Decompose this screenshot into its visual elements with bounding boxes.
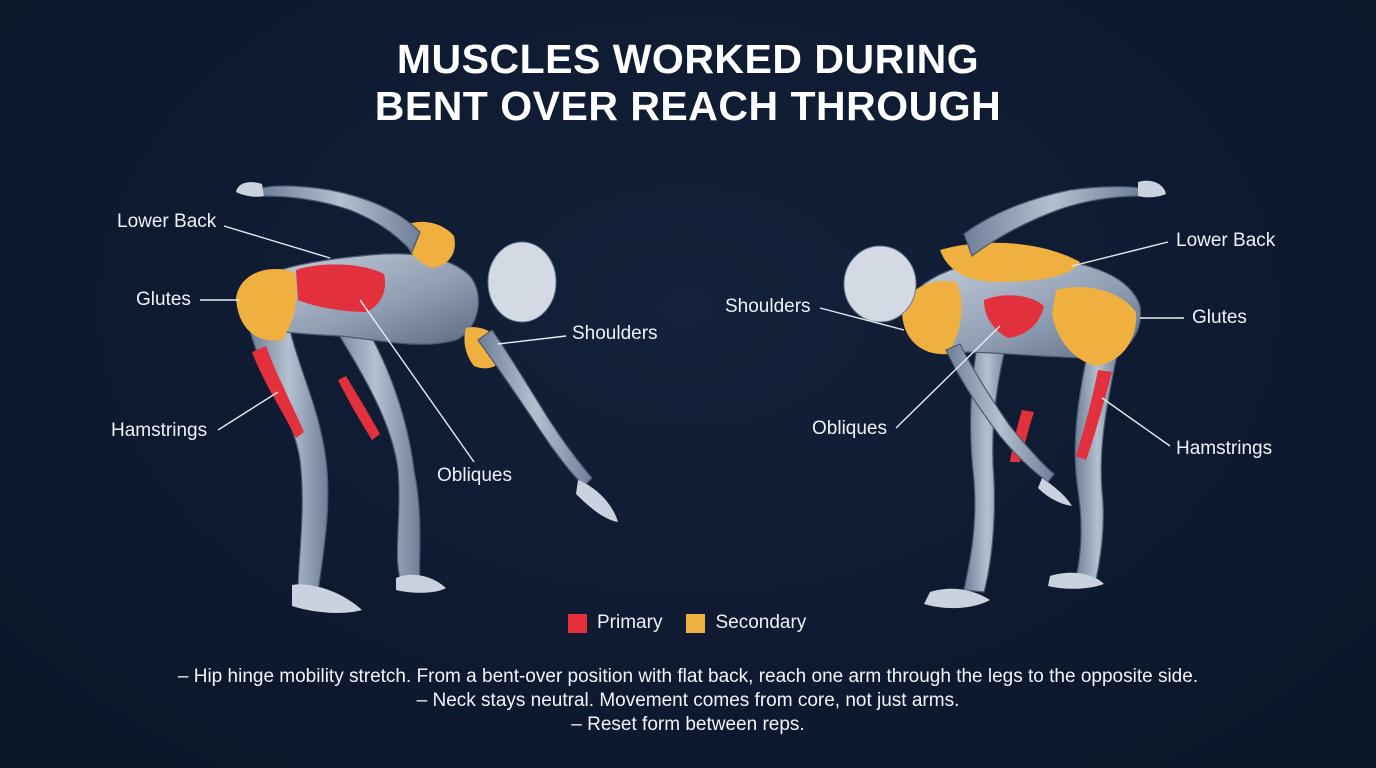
leader-left-lower-back — [223, 225, 331, 259]
legend-secondary-label: Secondary — [715, 612, 807, 633]
left-figure-back-leg — [328, 317, 421, 587]
leader-right-shoulders — [819, 307, 905, 331]
left-figure-lower-back-muscle — [296, 264, 386, 312]
left-figure-reaching-arm — [477, 329, 593, 487]
right-figure-raised-hand — [1138, 180, 1166, 198]
instructions: – Hip hinge mobility stretch. From a ben… — [0, 665, 1376, 737]
leader-left-shoulders — [497, 335, 567, 345]
leader-right-lower-back — [1071, 241, 1169, 267]
left-figure-front-foot — [292, 584, 362, 613]
left-label-obliques: Obliques — [437, 465, 512, 486]
right-figure-head — [843, 245, 917, 323]
note-line-3: – Reset form between reps. — [571, 714, 805, 735]
legend-item-primary: Primary — [568, 612, 662, 634]
right-label-obliques: Obliques — [812, 418, 887, 439]
leader-right-hamstrings — [1101, 397, 1171, 447]
secondary-swatch — [686, 613, 706, 633]
left-label-glutes: Glutes — [136, 289, 191, 310]
right-figure-front-foot — [1048, 572, 1104, 589]
primary-swatch — [568, 613, 587, 633]
right-label-hamstrings: Hamstrings — [1176, 438, 1273, 459]
note-line-1: – Hip hinge mobility stretch. From a ben… — [177, 666, 1199, 687]
note-line-2: – Neck stays neutral. Movement comes fro… — [416, 690, 960, 711]
left-label-lower-back: Lower Back — [117, 211, 217, 232]
right-label-glutes: Glutes — [1192, 307, 1247, 328]
legend-item-secondary: Secondary — [686, 612, 806, 634]
legend: Primary Secondary — [568, 612, 830, 634]
title-line-2: BENT OVER REACH THROUGH — [374, 83, 1002, 129]
left-label-hamstrings: Hamstrings — [111, 420, 208, 441]
right-figure-shoulders-muscle — [902, 281, 962, 355]
right-figure-reaching-hand — [1038, 478, 1072, 506]
right-figure — [843, 180, 1166, 609]
right-figure-hamstrings-muscle — [1076, 370, 1112, 460]
right-label-lower-back: Lower Back — [1176, 230, 1276, 251]
title-line-1: MUSCLES WORKED DURING — [396, 36, 980, 82]
left-label-shoulders: Shoulders — [572, 323, 658, 344]
leader-right-obliques — [895, 325, 1001, 429]
right-figure-reaching-arm — [945, 343, 1055, 483]
right-figure-back-foot — [924, 588, 990, 609]
left-figure-raised-arm — [261, 185, 421, 254]
left-figure-back-foot — [396, 574, 446, 593]
right-figure-glutes-muscle — [1052, 286, 1137, 366]
left-figure-hamstrings-muscle-2 — [338, 376, 380, 440]
right-leader-lines — [819, 241, 1184, 447]
left-leader-lines — [200, 225, 567, 463]
leader-left-obliques — [359, 299, 475, 463]
page-title: MUSCLES WORKED DURING BENT OVER REACH TH… — [0, 36, 1376, 130]
left-figure-reaching-hand — [576, 480, 618, 522]
left-figure-head — [487, 241, 557, 323]
left-figure-glutes-muscle — [236, 269, 297, 341]
legend-primary-label: Primary — [597, 612, 663, 633]
right-label-shoulders: Shoulders — [725, 296, 811, 317]
left-figure-raised-hand — [236, 182, 264, 197]
leader-left-hamstrings — [217, 391, 279, 431]
